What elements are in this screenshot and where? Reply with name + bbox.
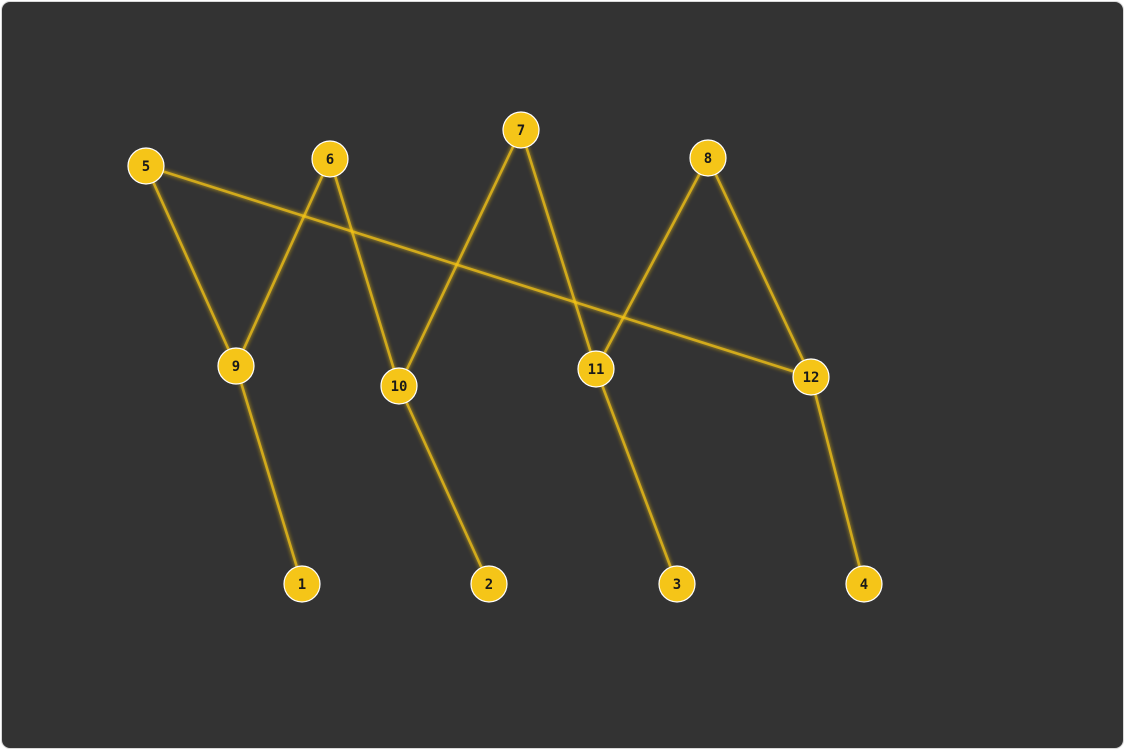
node-label: 4 — [860, 577, 868, 593]
edge-10-2 — [397, 384, 491, 586]
node-circle[interactable] — [127, 147, 165, 185]
edge-7-11 — [519, 128, 598, 371]
edge-8-12 — [706, 156, 813, 379]
node-circle[interactable] — [658, 565, 696, 603]
node-9[interactable]: 9 — [217, 347, 255, 385]
node-label: 3 — [673, 577, 681, 593]
node-3[interactable]: 3 — [658, 565, 696, 603]
edge-12-4 — [809, 375, 866, 586]
node-label: 12 — [803, 370, 820, 386]
node-label: 11 — [588, 362, 605, 378]
node-10[interactable]: 10 — [380, 367, 418, 405]
edge-11-3 — [594, 367, 679, 586]
edge-9-1 — [234, 364, 304, 586]
node-circle[interactable] — [845, 565, 883, 603]
node-circle[interactable] — [283, 565, 321, 603]
node-circle[interactable] — [502, 111, 540, 149]
node-12[interactable]: 12 — [792, 358, 830, 396]
node-label: 5 — [142, 159, 150, 175]
node-label: 7 — [517, 123, 525, 139]
node-circle[interactable] — [217, 347, 255, 385]
edge-8-11 — [594, 156, 710, 371]
edge-7-10 — [397, 128, 523, 388]
edge-5-12 — [144, 164, 813, 379]
edges-layer — [144, 128, 866, 586]
node-label: 8 — [704, 151, 712, 167]
edge-5-9 — [144, 164, 238, 368]
node-label: 6 — [326, 152, 334, 168]
node-circle[interactable] — [792, 358, 830, 396]
node-1[interactable]: 1 — [283, 565, 321, 603]
node-circle[interactable] — [577, 350, 615, 388]
node-label: 1 — [298, 577, 306, 593]
node-2[interactable]: 2 — [470, 565, 508, 603]
node-7[interactable]: 7 — [502, 111, 540, 149]
node-6[interactable]: 6 — [311, 140, 349, 178]
edge-6-9 — [234, 157, 332, 368]
edge-6-10 — [328, 157, 401, 388]
node-label: 2 — [485, 577, 493, 593]
node-circle[interactable] — [311, 140, 349, 178]
node-8[interactable]: 8 — [689, 139, 727, 177]
node-circle[interactable] — [689, 139, 727, 177]
node-4[interactable]: 4 — [845, 565, 883, 603]
node-5[interactable]: 5 — [127, 147, 165, 185]
node-11[interactable]: 11 — [577, 350, 615, 388]
node-label: 9 — [232, 359, 240, 375]
node-circle[interactable] — [470, 565, 508, 603]
node-circle[interactable] — [380, 367, 418, 405]
node-label: 10 — [391, 379, 408, 395]
